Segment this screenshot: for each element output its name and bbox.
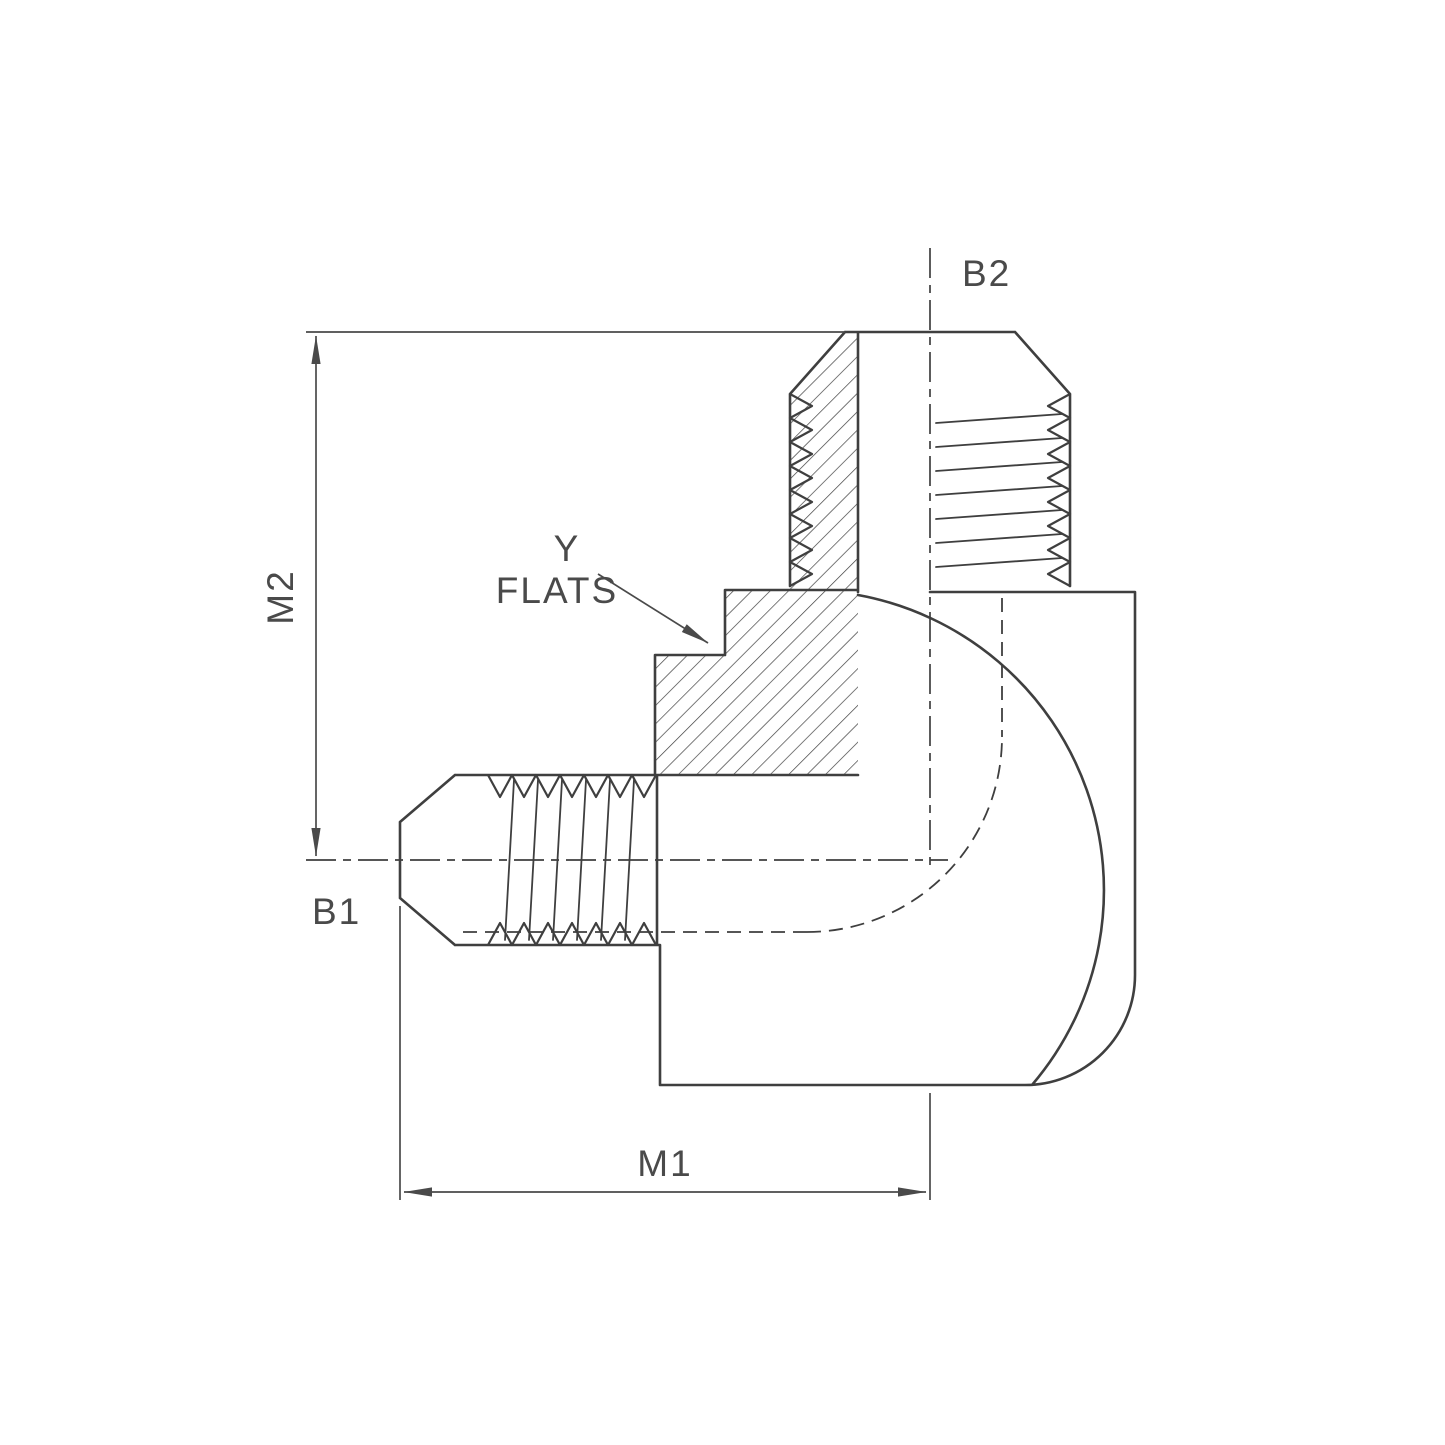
- label-m1: M1: [637, 1143, 692, 1184]
- dimension-m2: M2: [260, 331, 845, 857]
- dimension-m1: M1: [399, 906, 931, 1200]
- label-flats-y: Y: [554, 528, 581, 569]
- label-flats: FLATS: [496, 570, 618, 611]
- label-b2: B2: [962, 253, 1011, 294]
- section-hatch: [655, 332, 858, 775]
- flats-callout: Y FLATS: [496, 528, 709, 644]
- label-m2: M2: [260, 569, 301, 624]
- hidden-bore-lines: [460, 598, 1003, 933]
- label-b1: B1: [312, 891, 361, 932]
- upper-port-threads: [788, 393, 1072, 587]
- leader-line-flats: [597, 573, 709, 644]
- centerlines: [306, 248, 948, 872]
